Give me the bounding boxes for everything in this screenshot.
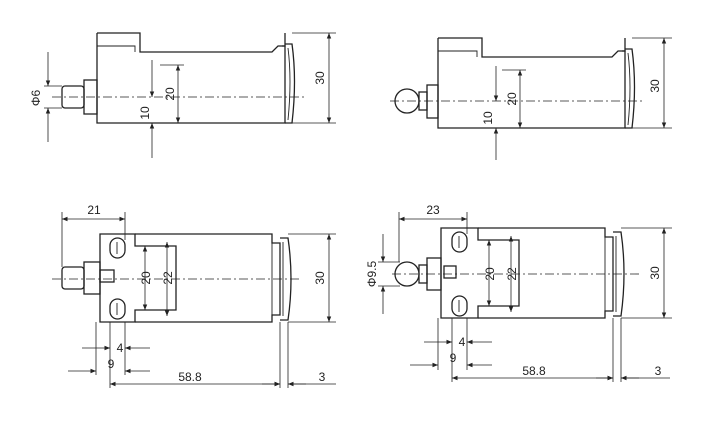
roller-collar (426, 84, 439, 119)
view-bottom-right: Φ9.5 23 20 22 30 4 9 58.8 (365, 203, 672, 382)
dim-slot-20: 20 (483, 267, 497, 281)
dim-slot-22: 22 (505, 267, 519, 281)
switch-body (96, 33, 286, 124)
mounting-plate (440, 227, 520, 319)
dim-height-30: 30 (313, 271, 327, 285)
dim-width-23: 23 (426, 203, 440, 217)
dim-height-30: 30 (648, 79, 662, 93)
dim-height-20: 20 (163, 87, 177, 101)
dim-width-21: 21 (87, 203, 101, 217)
mounting-slot-bottom (451, 295, 468, 317)
end-cap (285, 43, 296, 124)
mounting-plate (99, 233, 177, 323)
end-cap (625, 48, 636, 129)
switch-body (135, 233, 281, 323)
dim-cap-3: 3 (319, 370, 326, 384)
mounting-slot-top (109, 237, 126, 259)
mounting-bracket (97, 32, 286, 53)
dim-gap-4: 4 (459, 335, 466, 349)
dim-shaft-diameter: Φ6 (29, 90, 43, 107)
dim-slot-22: 22 (161, 271, 175, 285)
dim-length: 58.8 (522, 364, 546, 378)
dim-offset-10: 10 (138, 106, 152, 120)
dim-height-30: 30 (313, 71, 327, 85)
plunger-collar (83, 261, 101, 295)
label-window (99, 269, 115, 283)
label-window (443, 265, 457, 279)
plunger-collar (83, 79, 98, 115)
view-top-left: Φ6 10 20 30 (29, 32, 336, 158)
plunger-shaft (61, 266, 85, 290)
dim-height-30: 30 (648, 266, 662, 280)
mounting-bracket (438, 37, 626, 58)
dim-length: 58.8 (178, 370, 202, 384)
dim-offset-9: 9 (450, 351, 457, 365)
dim-gap-4: 4 (117, 341, 124, 355)
mounting-slot-bottom (109, 298, 126, 320)
end-cap (613, 231, 625, 317)
dim-height-20: 20 (505, 92, 519, 106)
dim-offset-10: 10 (481, 111, 495, 125)
dim-ball-diameter: Φ9.5 (365, 261, 379, 288)
dim-cap-3: 3 (655, 364, 662, 378)
view-top-right: 10 20 30 (390, 37, 672, 160)
switch-body (478, 227, 614, 319)
mounting-slot-top (451, 231, 468, 253)
dim-offset-9: 9 (108, 357, 115, 371)
dim-slot-20: 20 (139, 271, 153, 285)
switch-body (437, 38, 626, 129)
view-bottom-left: 21 20 22 30 4 9 58.8 3 (52, 203, 336, 388)
